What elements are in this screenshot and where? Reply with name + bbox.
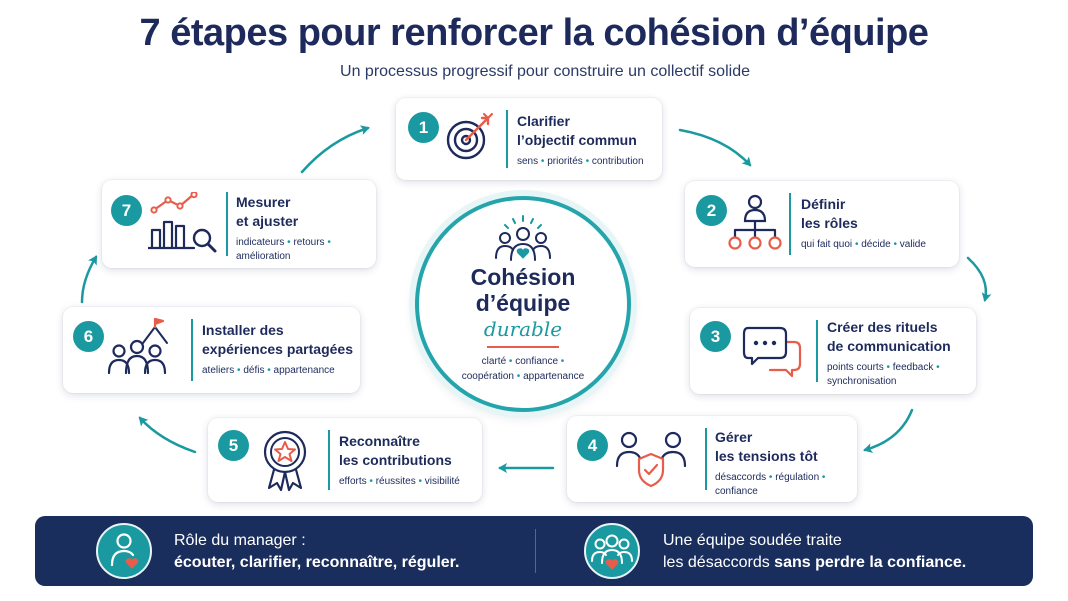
center-circle: Cohésion d’équipe durable clarté • confi… — [415, 196, 631, 412]
step-7-tags: indicateurs • retours • amélioration — [236, 237, 331, 262]
step-5-tags: efforts • réussites • visibilité — [339, 476, 460, 487]
center-title-line2: d’équipe — [475, 290, 571, 316]
team-heart-icon — [491, 214, 555, 267]
banner-left-line2: écouter, clarifier, reconnaître, réguler… — [174, 554, 460, 571]
center-title-line3: durable — [483, 317, 563, 341]
step-4-title-line2: les tensions tôt — [715, 448, 818, 464]
step-2-title-line1: Définir — [801, 196, 846, 212]
team-heart-icon — [584, 523, 640, 579]
step-card-1: 1 Clarifier l’objectif commun sens • prio… — [396, 98, 662, 180]
step-4-tags: désaccords • régulation • confiance — [715, 472, 826, 497]
manager-heart-icon — [96, 523, 152, 579]
step-card-4: 4 Gérer les tensions tôt désaccords • rég… — [567, 416, 857, 502]
page-title: 7 étapes pour renforcer la cohésion d’éq… — [139, 12, 929, 54]
chart-magnifier-icon — [146, 191, 222, 259]
step-3-title-line1: Créer des rituels — [827, 319, 938, 335]
banner-left-line1: Rôle du manager : — [174, 532, 306, 549]
arrow-1-to-2 — [678, 128, 752, 167]
award-ribbon-icon — [260, 428, 310, 497]
arrow-3-to-4 — [863, 408, 914, 453]
step-4-title-line1: Gérer — [715, 429, 753, 445]
banner-right-line1: Une équipe soudée traite — [663, 532, 842, 549]
center-title-line1: Cohésion — [470, 264, 576, 290]
step-1-title-line2: l’objectif commun — [517, 132, 637, 148]
step-number-7: 7 — [111, 195, 142, 226]
step-6-title-line2: expériences partagées — [202, 341, 353, 357]
step-2-title-line2: les rôles — [801, 215, 858, 231]
page-subtitle: Un processus progressif pour construire … — [340, 63, 750, 80]
step-number-6: 6 — [73, 321, 104, 352]
target-icon — [444, 110, 496, 167]
step-6-tags: ateliers • défis • appartenance — [202, 365, 335, 376]
step-card-6: 6 Installer des expériences partagées ate… — [63, 307, 360, 393]
people-shield-icon — [615, 430, 687, 495]
step-1-title-line1: Clarifier — [517, 113, 570, 129]
step-card-7: 7 Mesurer et ajuster indicateurs • retour… — [102, 180, 376, 268]
step-number-1: 1 — [408, 112, 439, 143]
step-number-4: 4 — [577, 430, 608, 461]
chat-bubbles-icon — [742, 324, 804, 385]
center-tags: clarté • confiance • coopération • appar… — [461, 356, 585, 382]
step-number-3: 3 — [700, 321, 731, 352]
step-card-3: 3 Créer des rituels de communication poin… — [690, 308, 976, 394]
arrow-7-to-1 — [300, 125, 370, 174]
step-2-tags: qui fait quoi • décide • valide — [801, 239, 926, 250]
step-5-title-line1: Reconnaître — [339, 433, 420, 449]
step-3-title-line2: de communication — [827, 338, 951, 354]
step-number-2: 2 — [696, 195, 727, 226]
banner-divider — [535, 529, 536, 573]
step-1-tags: sens • priorités • contribution — [517, 156, 644, 167]
step-number-5: 5 — [218, 430, 249, 461]
bottom-banner: Rôle du manager : écouter, clarifier, re… — [35, 516, 1033, 586]
arrow-6-to-7 — [80, 255, 98, 304]
step-card-5: 5 Reconnaître les contributions efforts •… — [208, 418, 482, 502]
step-card-2: 2 Définir les rôles qui fait quoi • décid… — [685, 181, 959, 267]
center-divider — [487, 346, 559, 348]
step-6-title-line1: Installer des — [202, 322, 284, 338]
arrow-2-to-3 — [966, 256, 992, 302]
step-7-title-line2: et ajuster — [236, 213, 299, 229]
step-7-title-line1: Mesurer — [236, 194, 291, 210]
banner-right-line2: les désaccords sans perdre la confiance. — [663, 554, 967, 571]
team-flag-icon — [99, 317, 181, 384]
step-3-tags: points courts • feedback • synchronisati… — [827, 362, 940, 387]
org-chart-icon — [727, 193, 783, 258]
arrow-5-to-6 — [138, 416, 197, 454]
step-5-title-line2: les contributions — [339, 452, 452, 468]
